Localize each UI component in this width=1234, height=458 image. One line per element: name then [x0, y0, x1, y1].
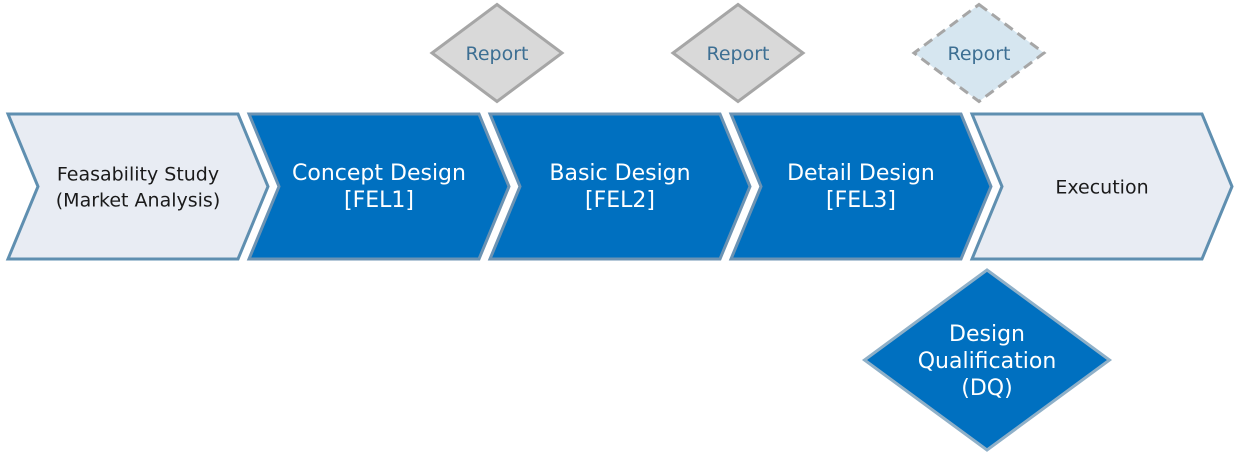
stage-chevron: [5, 112, 270, 261]
stage-concept: Concept Design[FEL1]: [242, 109, 514, 264]
stage-label: Feasability Study: [57, 164, 219, 186]
milestone-label: Qualification: [918, 349, 1057, 374]
stage-feasibility: Feasability Study (Market Analysis): [1, 109, 273, 264]
stage-label: Basic Design: [549, 161, 690, 186]
stage-chevron: [969, 112, 1234, 261]
stage-chevron: [246, 112, 511, 261]
stage-label: Execution: [1055, 177, 1148, 199]
stage-label: (Market Analysis): [56, 190, 220, 212]
stage-label: Detail Design: [787, 161, 935, 186]
stage-label: Concept Design: [292, 161, 466, 186]
report-diamond: Report: [429, 2, 565, 104]
stage-detail: Detail Design[FEL3]: [724, 109, 996, 264]
report-label: Report: [707, 43, 770, 65]
stage-label: [FEL3]: [826, 188, 896, 213]
report-diamond: Report: [670, 2, 806, 104]
stage-label: [FEL2]: [585, 188, 655, 213]
report-label: Report: [466, 43, 529, 65]
stage-chevron: [487, 112, 752, 261]
stage-label: [FEL1]: [344, 188, 414, 213]
stage-basic: Basic Design[FEL2]: [483, 109, 755, 264]
report-diamond: Report: [911, 2, 1047, 104]
report-label: Report: [948, 43, 1011, 65]
milestone-label: (DQ): [961, 376, 1012, 401]
stage-execution: Execution: [965, 109, 1234, 264]
milestone-label: Design: [949, 322, 1025, 347]
stage-chevron: [728, 112, 993, 261]
